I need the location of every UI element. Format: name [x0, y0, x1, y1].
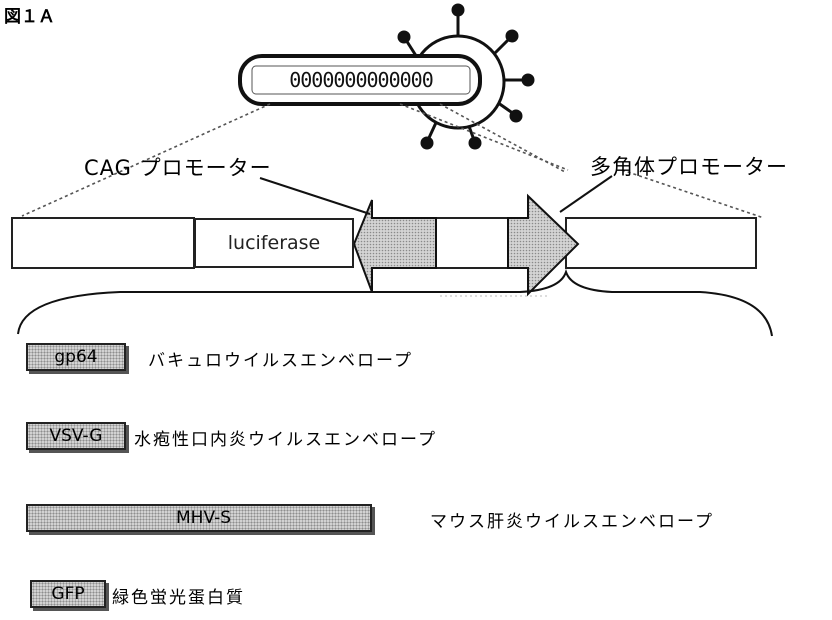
construct-right-segment — [566, 218, 756, 268]
legend-text-gp64: バキュロウイルスエンベロープ — [148, 346, 413, 371]
legend-box-mhvs: MHV-S — [26, 504, 372, 532]
legend-text-vsvg: 水疱性口内炎ウイルスエンベロープ — [134, 425, 437, 450]
legend-box-vsvg: VSV-G — [26, 422, 126, 450]
luciferase-label: luciferase — [228, 232, 320, 254]
legend-text-gfp: 緑色蛍光蛋白質 — [112, 583, 245, 608]
polyhedrin-promoter-label: 多角体プロモーター — [590, 151, 788, 181]
construct-left-segment — [12, 218, 194, 268]
legend-box-gp64: gp64 — [26, 343, 126, 371]
cag-promoter-label: CAG プロモーター — [84, 152, 272, 182]
legend-box-gfp: GFP — [30, 580, 106, 608]
brace — [18, 272, 772, 336]
virus-genome-label: 0000000000000 — [252, 66, 470, 94]
luciferase-segment: luciferase — [194, 218, 354, 268]
legend-text-mhvs: マウス肝炎ウイルスエンベロープ — [430, 507, 714, 532]
polyhedrin-promoter-arrow — [508, 196, 578, 294]
construct-center-segment — [434, 218, 508, 268]
promoter-leader-lines — [260, 176, 612, 214]
